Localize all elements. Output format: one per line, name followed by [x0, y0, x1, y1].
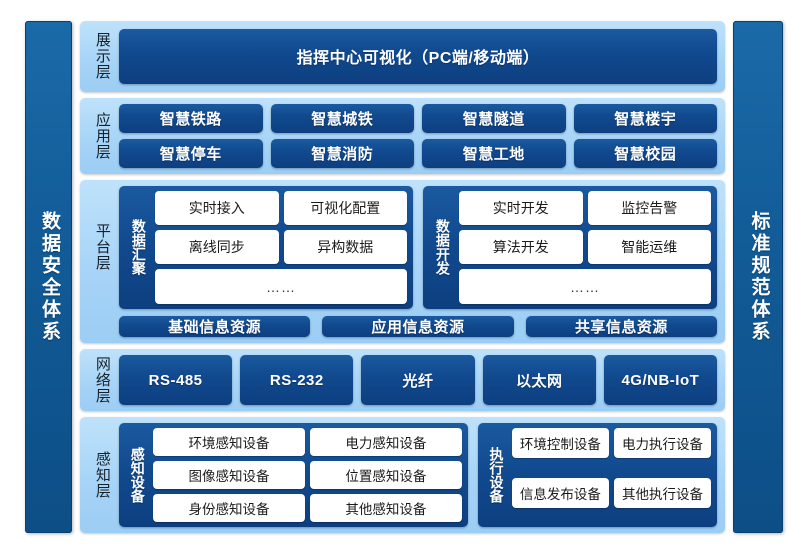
platform-upper-row: 平台层 数据汇聚 实时接入 可视化配置 离线同步 异构数据 …… 数据开: [85, 186, 717, 309]
network-item-4g-nbiot[interactable]: 4G/NB-IoT: [603, 354, 717, 406]
sensing-environment-device[interactable]: 环境感知设备: [153, 428, 305, 457]
actuator-information-release-device[interactable]: 信息发布设备: [511, 477, 609, 508]
network-item-fiber[interactable]: 光纤: [361, 354, 475, 406]
plat-cell-heterogeneous-data[interactable]: 异构数据: [283, 230, 407, 265]
resource-shared-information[interactable]: 共享信息资源: [525, 315, 717, 337]
plat-cell-monitoring-alarm[interactable]: 监控告警: [587, 191, 711, 226]
sensing-location-device[interactable]: 位置感知设备: [309, 461, 462, 490]
platform-group-data-development-label: 数据开发: [434, 219, 451, 276]
sensing-other-device[interactable]: 其他感知设备: [309, 494, 462, 522]
resource-application-information[interactable]: 应用信息资源: [322, 315, 514, 337]
app-item-smart-tunnel[interactable]: 智慧隧道: [422, 103, 566, 133]
perception-group-actuator-devices: 执行设备 环境控制设备 电力执行设备 信息发布设备 其他执行设备: [477, 423, 717, 527]
network-item-rs232[interactable]: RS-232: [240, 354, 354, 406]
platform-group-data-aggregation: 数据汇聚 实时接入 可视化配置 离线同步 异构数据 ……: [119, 186, 413, 309]
plat-cell-algorithm-development[interactable]: 算法开发: [459, 230, 583, 265]
plat-cell-development-more[interactable]: ……: [459, 269, 711, 304]
layer-perception: 感知层 感知设备 环境感知设备 电力感知设备 图像感知设备 位置感知设备 身份感…: [80, 417, 725, 533]
command-center-visualization-box[interactable]: 指挥中心可视化（PC端/移动端）: [119, 29, 717, 84]
app-item-smart-railway[interactable]: 智慧铁路: [119, 103, 263, 133]
platform-group-data-aggregation-label: 数据汇聚: [130, 219, 147, 276]
perception-actuator-cells: 环境控制设备 电力执行设备 信息发布设备 其他执行设备: [511, 428, 711, 522]
actuator-environment-control-device[interactable]: 环境控制设备: [511, 428, 609, 459]
perception-groups: 感知设备 环境感知设备 电力感知设备 图像感知设备 位置感知设备 身份感知设备 …: [119, 423, 717, 527]
app-item-smart-urban-rail[interactable]: 智慧城铁: [270, 103, 414, 133]
sensing-identity-device[interactable]: 身份感知设备: [153, 494, 305, 522]
layer-network-label: 网络层: [93, 356, 111, 405]
actuator-other-device[interactable]: 其他执行设备: [613, 477, 711, 508]
platform-group-data-development: 数据开发 实时开发 监控告警 算法开发 智能运维 ……: [423, 186, 717, 309]
platform-groups: 数据汇聚 实时接入 可视化配置 离线同步 异构数据 …… 数据开发 实时开发: [119, 186, 717, 309]
layer-network: 网络层 RS-485 RS-232 光纤 以太网 4G/NB-IoT: [80, 348, 725, 412]
platform-resources-spacer: [85, 309, 119, 337]
network-grid: RS-485 RS-232 光纤 以太网 4G/NB-IoT: [119, 354, 717, 406]
layer-perception-body: 感知设备 环境感知设备 电力感知设备 图像感知设备 位置感知设备 身份感知设备 …: [119, 423, 717, 527]
network-item-rs485[interactable]: RS-485: [119, 354, 233, 406]
layer-application-body: 智慧铁路 智慧城铁 智慧隧道 智慧楼宇 智慧停车 智慧消防 智慧工地 智慧校园: [119, 103, 717, 169]
perception-group-sensing-devices-label: 感知设备: [129, 447, 146, 504]
standards-specification-pillar-label: 标准规范体系: [748, 211, 770, 343]
plat-cell-realtime-development[interactable]: 实时开发: [459, 191, 583, 226]
app-item-smart-parking[interactable]: 智慧停车: [119, 138, 263, 169]
standards-specification-pillar: 标准规范体系: [733, 21, 783, 533]
resource-basic-information[interactable]: 基础信息资源: [119, 315, 311, 337]
layer-presentation-label: 展示层: [93, 32, 111, 81]
layer-platform-label: 平台层: [93, 223, 111, 272]
plat-cell-intelligent-ops[interactable]: 智能运维: [587, 230, 711, 265]
layer-network-body: RS-485 RS-232 光纤 以太网 4G/NB-IoT: [119, 354, 717, 406]
app-item-smart-construction-site[interactable]: 智慧工地: [422, 138, 566, 169]
application-grid: 智慧铁路 智慧城铁 智慧隧道 智慧楼宇 智慧停车 智慧消防 智慧工地 智慧校园: [119, 103, 717, 169]
actuator-power-device[interactable]: 电力执行设备: [613, 428, 711, 459]
platform-resources-row: 基础信息资源 应用信息资源 共享信息资源: [85, 309, 717, 337]
data-security-pillar: 数据安全体系: [25, 21, 72, 533]
layer-application: 应用层 智慧铁路 智慧城铁 智慧隧道 智慧楼宇 智慧停车 智慧消防 智慧工地 智…: [80, 97, 725, 175]
sensing-power-device[interactable]: 电力感知设备: [309, 428, 462, 457]
platform-resources: 基础信息资源 应用信息资源 共享信息资源: [119, 315, 717, 337]
app-item-smart-campus[interactable]: 智慧校园: [573, 138, 717, 169]
plat-cell-realtime-ingest[interactable]: 实时接入: [155, 191, 279, 226]
plat-cell-aggregation-more[interactable]: ……: [155, 269, 407, 304]
perception-sensing-cells: 环境感知设备 电力感知设备 图像感知设备 位置感知设备 身份感知设备 其他感知设…: [153, 428, 462, 522]
layer-presentation: 展示层 指挥中心可视化（PC端/移动端）: [80, 21, 725, 92]
plat-cell-visual-config[interactable]: 可视化配置: [283, 191, 407, 226]
data-security-pillar-label: 数据安全体系: [38, 211, 60, 343]
layer-presentation-body: 指挥中心可视化（PC端/移动端）: [119, 27, 717, 86]
perception-group-sensing-devices: 感知设备 环境感知设备 电力感知设备 图像感知设备 位置感知设备 身份感知设备 …: [119, 423, 468, 527]
app-item-smart-building[interactable]: 智慧楼宇: [573, 103, 717, 133]
layer-stack: 展示层 指挥中心可视化（PC端/移动端） 应用层 智慧铁路 智慧城铁 智慧隧道 …: [80, 21, 725, 533]
plat-cell-offline-sync[interactable]: 离线同步: [155, 230, 279, 265]
platform-group-data-development-cells: 实时开发 监控告警 算法开发 智能运维 ……: [459, 191, 711, 304]
layer-application-label: 应用层: [93, 111, 111, 160]
network-item-ethernet[interactable]: 以太网: [482, 354, 596, 406]
layer-perception-label: 感知层: [93, 451, 111, 500]
sensing-image-device[interactable]: 图像感知设备: [153, 461, 305, 490]
app-item-smart-firefighting[interactable]: 智慧消防: [270, 138, 414, 169]
platform-group-data-aggregation-cells: 实时接入 可视化配置 离线同步 异构数据 ……: [155, 191, 407, 304]
perception-group-actuator-devices-label: 执行设备: [488, 447, 505, 504]
layer-platform: 平台层 数据汇聚 实时接入 可视化配置 离线同步 异构数据 …… 数据开: [80, 180, 725, 343]
